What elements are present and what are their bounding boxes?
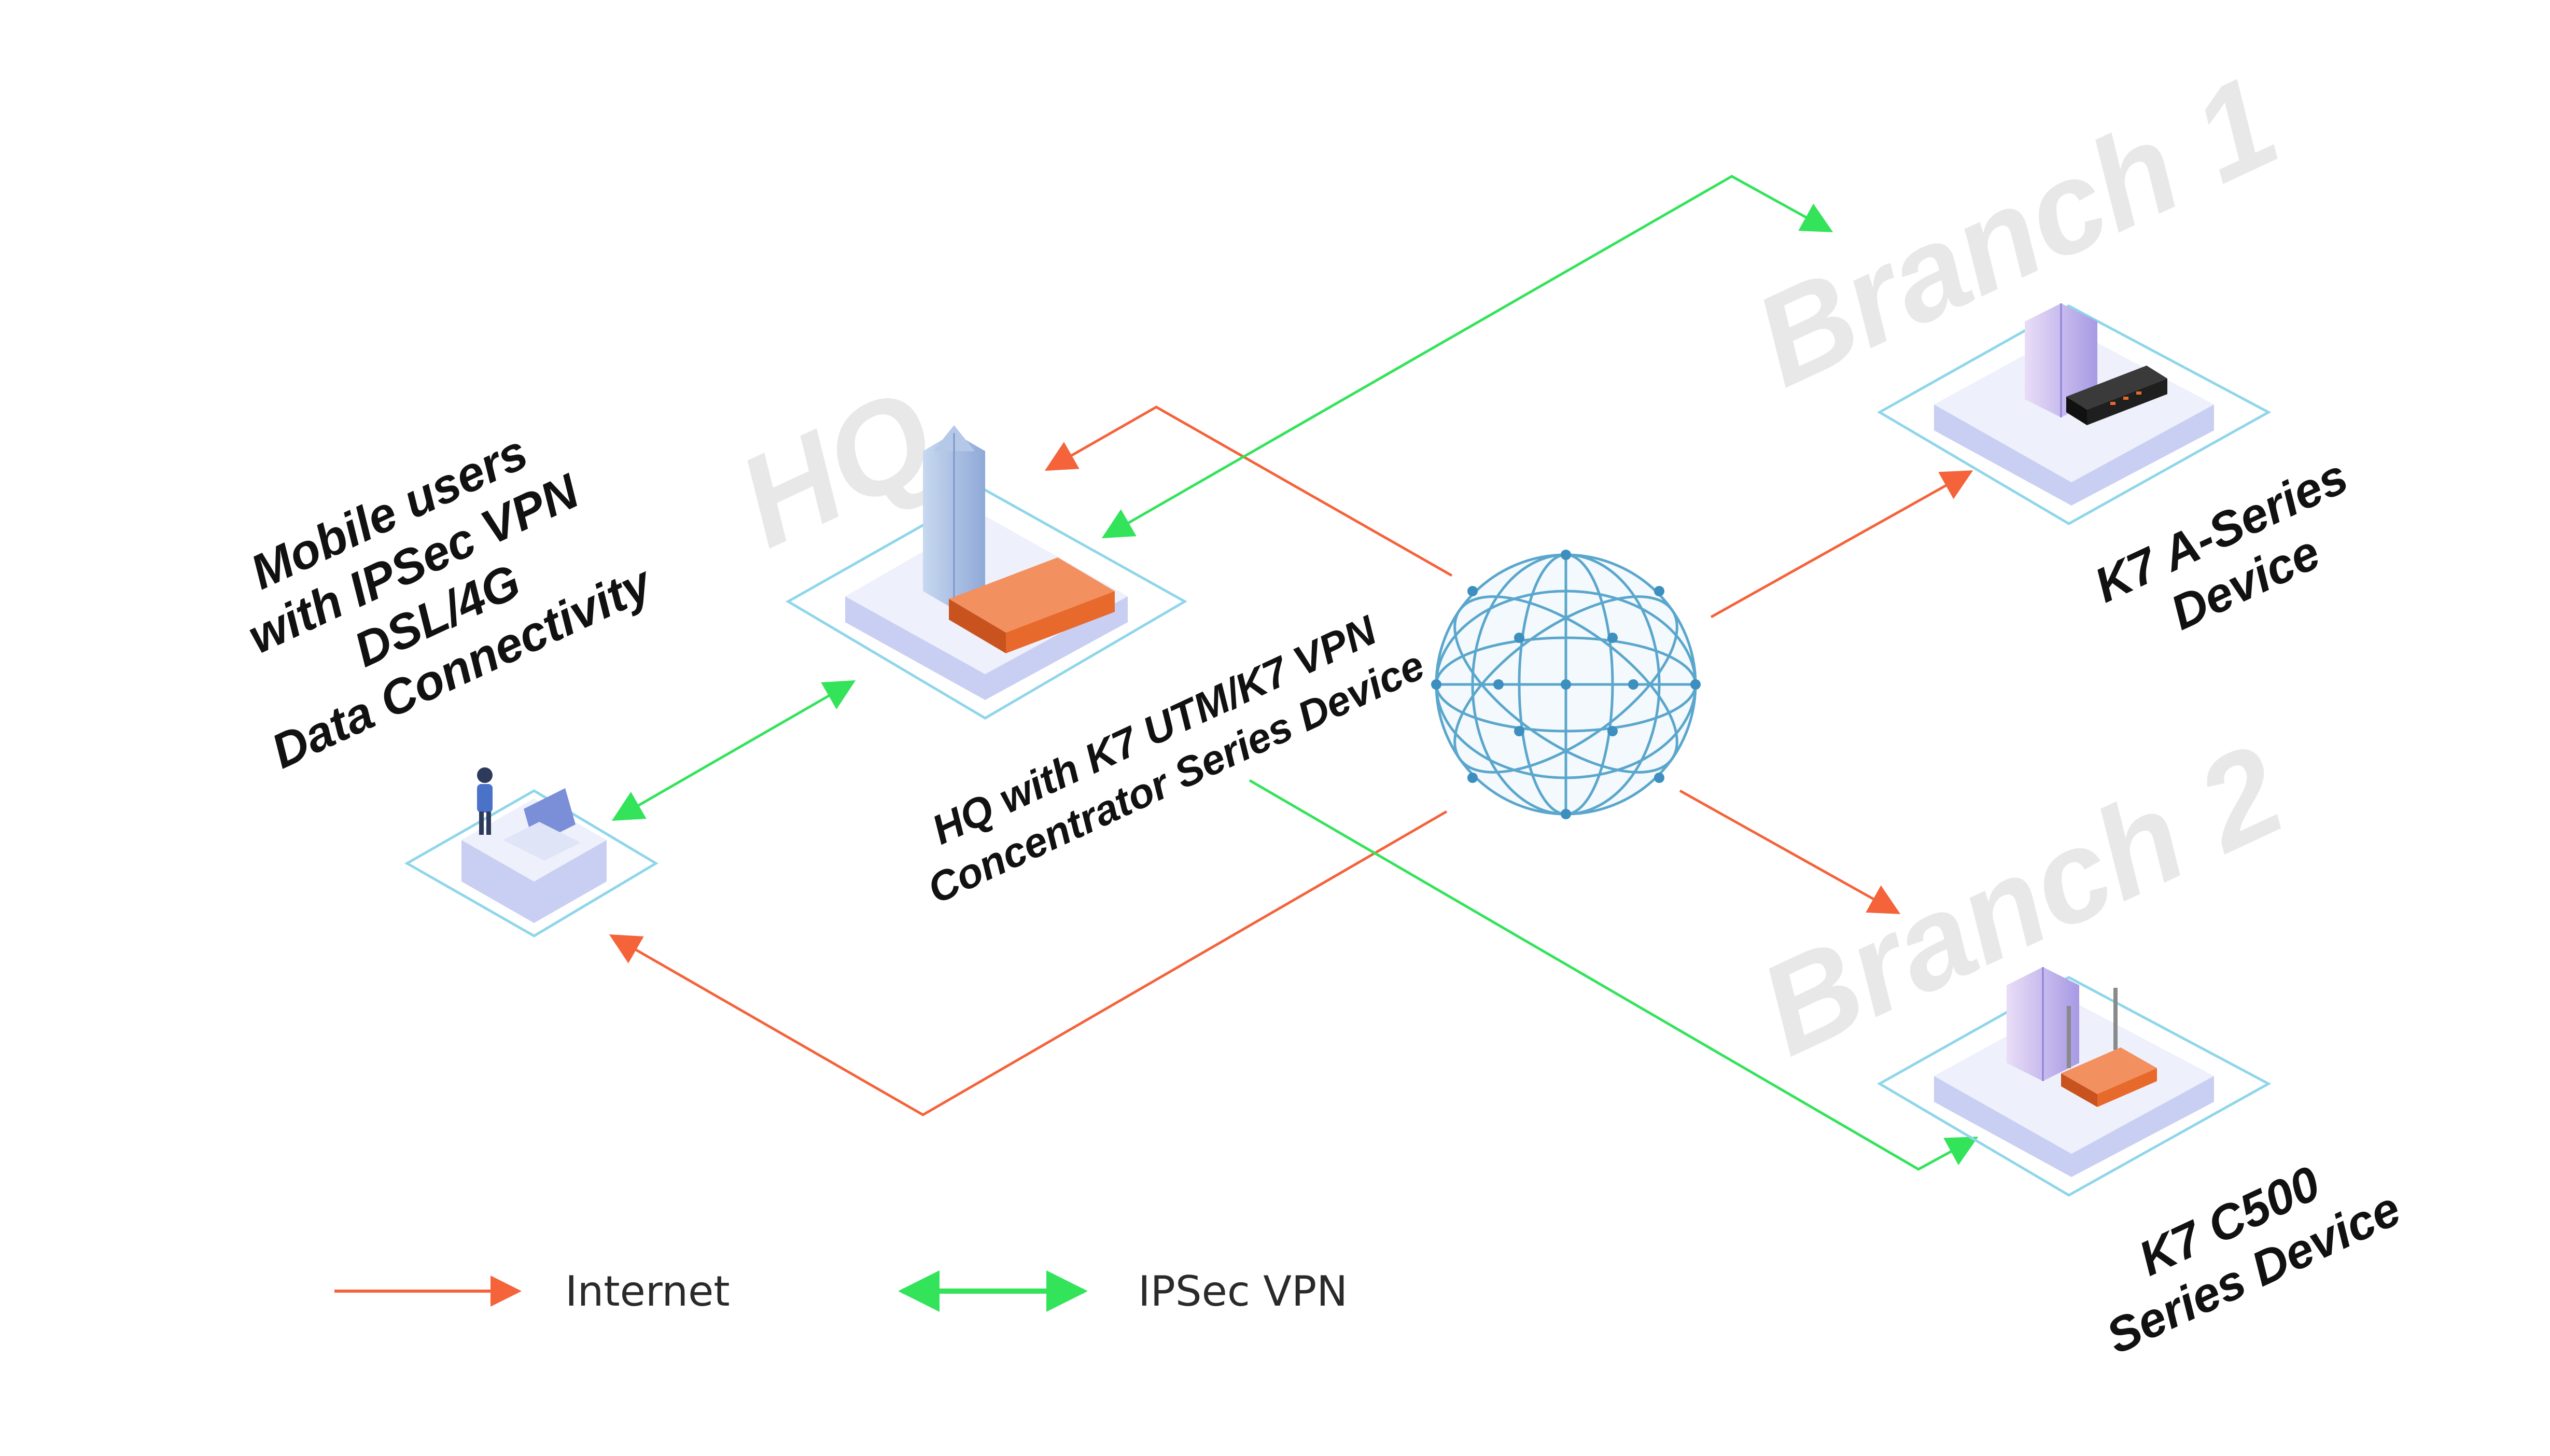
legend: Internet IPSec VPN xyxy=(334,1267,1348,1315)
branch1-device-label: K7 A-Series Device xyxy=(2086,449,2356,640)
branch1-a-series-device-icon xyxy=(2066,366,2167,425)
laptop-icon xyxy=(503,788,581,861)
zone-hq: HQ xyxy=(718,361,955,575)
legend-internet-label: Internet xyxy=(565,1267,730,1315)
internet-link-globe-to-branch2 xyxy=(1679,789,1901,914)
ipsec-links xyxy=(611,175,1979,1171)
hq-building-icon xyxy=(923,425,985,609)
zone-branch-1: Branch 1 xyxy=(1734,48,2298,414)
internet-link-globe-to-mobile xyxy=(609,810,1448,1116)
ipsec-link-hq-branch2 xyxy=(1249,779,1979,1171)
ipsec-link-hq-mobile xyxy=(611,680,856,821)
internet-globe-icon xyxy=(1431,550,1701,819)
internet-link-globe-to-branch1 xyxy=(1710,470,1973,619)
legend-ipsec-label: IPSec VPN xyxy=(1138,1267,1348,1315)
mobile-users-label: Mobile users with IPSec VPN DSL/4G Data … xyxy=(240,424,662,778)
mobile-user-icon xyxy=(477,767,493,835)
branch2-c500-device-icon xyxy=(2061,988,2157,1107)
hq-utm-device-icon xyxy=(949,557,1115,653)
internet-link-globe-to-hq xyxy=(1044,405,1453,577)
ipsec-link-hq-branch1 xyxy=(1101,175,1833,538)
branch1-building-icon xyxy=(2025,303,2097,417)
branch2-building-icon xyxy=(2007,967,2079,1081)
